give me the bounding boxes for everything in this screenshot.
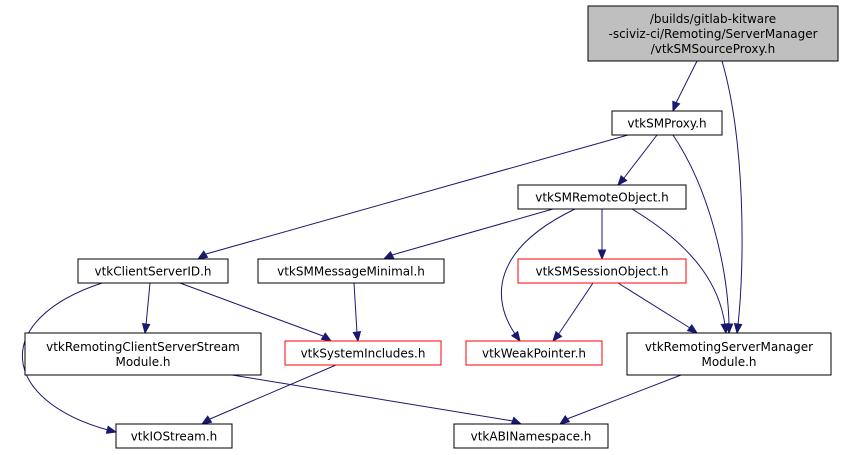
edge-arrowhead <box>141 323 151 335</box>
edge-line <box>231 374 514 422</box>
edge-line <box>617 282 691 329</box>
edge-arrowhead <box>105 425 118 434</box>
node-root: /builds/gitlab-kitware-sciviz-ci/Remotin… <box>587 5 839 62</box>
node-box <box>77 258 229 284</box>
node-clientserverid[interactable]: vtkClientServerID.h <box>77 258 229 284</box>
node-label-line: Module.h <box>115 355 170 369</box>
edge-smproxy-to-clientserverid <box>196 134 629 260</box>
edge-line <box>672 134 730 326</box>
node-box <box>517 184 687 210</box>
node-smsessionobject[interactable]: vtkSMSessionObject.h <box>517 258 687 284</box>
edge-line <box>353 282 358 334</box>
edge-root-to-remotingservermanager <box>721 60 743 335</box>
node-iostream[interactable]: vtkIOStream.h <box>115 423 233 449</box>
edge-smproxy-to-remotingservermanager <box>672 134 734 335</box>
edge-arrowhead <box>352 331 362 343</box>
node-box <box>257 258 445 284</box>
node-label-line: vtkABINamespace.h <box>471 430 592 444</box>
node-label-line: vtkRemotingClientServerStream <box>46 340 240 354</box>
edge-line <box>22 282 109 431</box>
edge-arrowhead <box>320 332 333 342</box>
edge-smremoteobject-to-smmessageminimal <box>382 208 554 260</box>
edge-line <box>209 364 337 420</box>
node-label-line: Module.h <box>701 355 756 369</box>
node-label-line: vtkWeakPointer.h <box>482 347 586 361</box>
edge-arrowhead <box>200 415 213 425</box>
node-box <box>626 332 832 376</box>
edge-arrowhead <box>510 330 521 343</box>
node-label-line: vtkSMProxy.h <box>627 117 706 131</box>
node-label-line: vtkRemotingServerManager <box>645 340 813 354</box>
edge-arrowhead <box>597 249 607 261</box>
edge-remotingservermanager-to-abinamespace <box>558 374 682 425</box>
node-box <box>115 423 233 449</box>
node-label-line: vtkClientServerID.h <box>94 265 211 279</box>
node-box <box>517 258 687 284</box>
edge-clientserverid-to-systemincludes <box>179 282 333 342</box>
edge-smmessageminimal-to-systemincludes <box>352 282 362 343</box>
node-smmessageminimal[interactable]: vtkSMMessageMinimal.h <box>257 258 445 284</box>
edge-line <box>675 60 698 104</box>
node-box <box>587 5 839 62</box>
edge-arrowhead <box>720 323 730 335</box>
edge-line <box>145 282 151 326</box>
node-label-line: vtkSystemIncludes.h <box>301 347 426 361</box>
nodes-layer: /builds/gitlab-kitware-sciviz-ci/Remotin… <box>24 5 839 449</box>
edge-smremoteobject-to-remotingservermanager <box>631 208 730 335</box>
edge-smsessionobject-to-remotingservermanager <box>617 282 699 334</box>
node-label-line: vtkSMSessionObject.h <box>535 265 668 279</box>
edge-arrowhead <box>686 323 699 334</box>
node-abinamespace[interactable]: vtkABINamespace.h <box>453 423 609 449</box>
edge-arrowhead <box>196 250 209 260</box>
edge-line <box>500 208 576 335</box>
node-label-line: /builds/gitlab-kitware <box>650 12 776 26</box>
edge-line <box>721 60 743 326</box>
edge-arrowhead <box>672 100 681 113</box>
edge-line <box>179 282 324 337</box>
node-box <box>453 423 609 449</box>
node-box <box>611 110 723 136</box>
node-box <box>465 340 603 366</box>
node-box <box>24 332 262 376</box>
node-label-line: vtkSMMessageMinimal.h <box>277 265 425 279</box>
edge-line <box>557 282 594 336</box>
edge-arrowhead <box>558 414 571 425</box>
edge-arrowhead <box>510 416 523 425</box>
edge-smremoteobject-to-weakpointer <box>500 208 576 343</box>
edge-line <box>566 374 682 420</box>
node-smproxy[interactable]: vtkSMProxy.h <box>611 110 723 136</box>
edges-layer <box>22 60 743 434</box>
edge-line <box>623 134 658 179</box>
edge-smproxy-to-smremoteobject <box>617 134 658 187</box>
node-smremoteobject[interactable]: vtkSMRemoteObject.h <box>517 184 687 210</box>
edge-root-to-smproxy <box>672 60 698 113</box>
node-box <box>284 340 442 366</box>
node-label-line: /vtkSMSourceProxy.h <box>651 42 776 56</box>
edge-remotingclientserverstream-to-abinamespace <box>231 374 523 425</box>
node-systemincludes[interactable]: vtkSystemIncludes.h <box>284 340 442 366</box>
edge-line <box>391 208 554 256</box>
edge-line <box>205 134 629 255</box>
edge-clientserverid-to-iostream <box>22 282 118 434</box>
node-label-line: vtkSMRemoteObject.h <box>535 191 669 205</box>
node-label-line: vtkIOStream.h <box>131 430 218 444</box>
edge-smsessionobject-to-weakpointer <box>552 282 594 343</box>
edge-arrowhead <box>733 323 743 335</box>
edge-line <box>631 208 726 326</box>
node-weakpointer[interactable]: vtkWeakPointer.h <box>465 340 603 366</box>
edge-systemincludes-to-iostream <box>200 364 337 425</box>
edge-arrowhead <box>552 330 563 343</box>
edge-arrowhead <box>617 174 628 187</box>
edge-arrowhead <box>382 250 395 260</box>
edge-smremoteobject-to-smsessionobject <box>597 209 607 261</box>
node-label-line: -sciviz-ci/Remoting/ServerManager <box>608 27 817 41</box>
edge-clientserverid-to-remotingclientserverstream <box>141 282 151 335</box>
